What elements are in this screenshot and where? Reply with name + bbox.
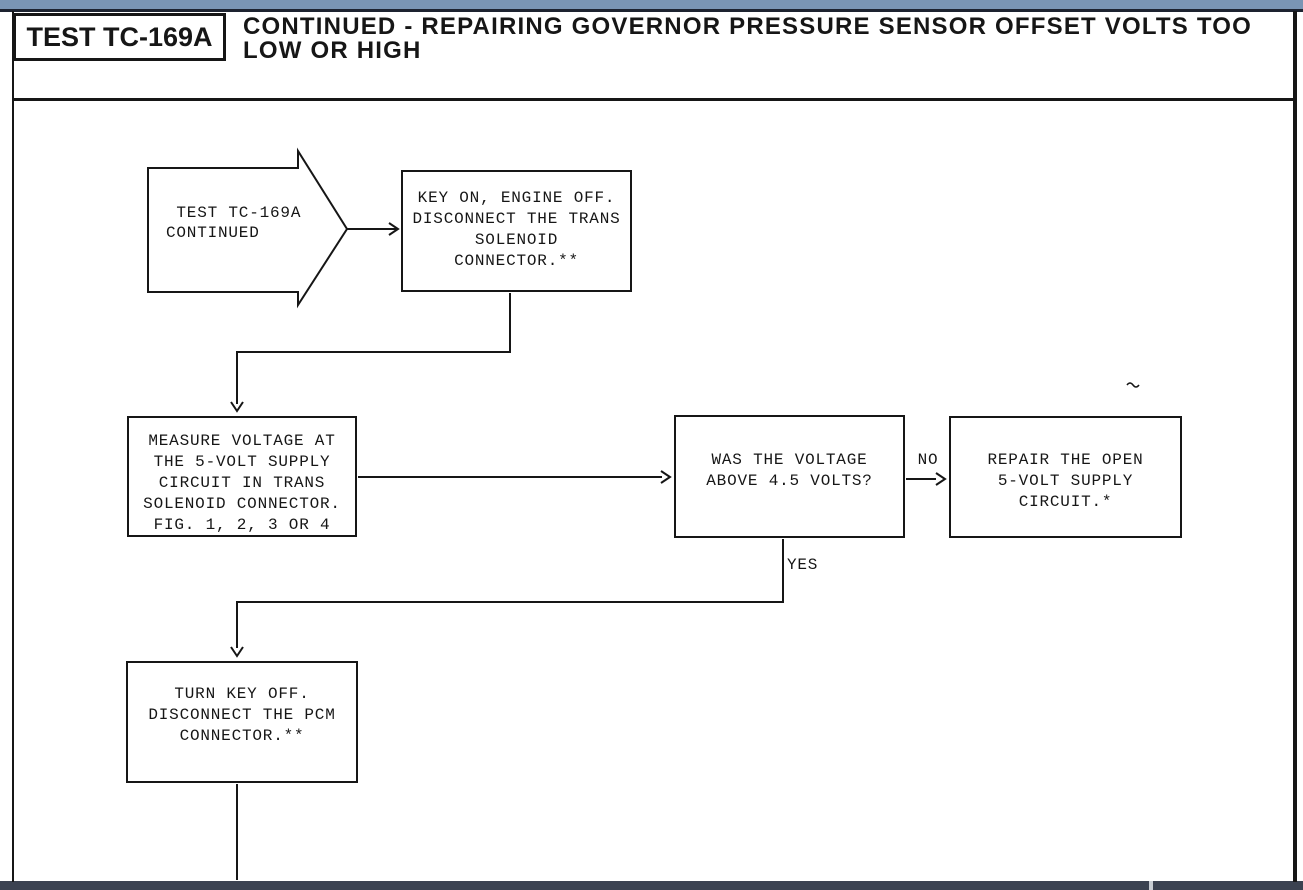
bottom-bar-divider xyxy=(1149,881,1153,890)
flowchart-box-repair-circuit: REPAIR THE OPEN 5-VOLT SUPPLY CIRCUIT.* xyxy=(949,416,1182,538)
arrowhead-into-repair xyxy=(935,472,947,486)
test-id-box: TEST TC-169A xyxy=(13,13,226,61)
test-id-label: TEST TC-169A xyxy=(26,21,213,52)
window-bottom-bar xyxy=(0,881,1303,890)
flowchart-box-measure-voltage: MEASURE VOLTAGE AT THE 5-VOLT SUPPLY CIR… xyxy=(127,416,357,537)
page-border-right xyxy=(1293,11,1297,882)
start-connector-text: TEST TC-169A CONTINUED xyxy=(166,204,302,242)
flowchart-box-turn-key-off: TURN KEY OFF. DISCONNECT THE PCM CONNECT… xyxy=(126,661,358,783)
arrowhead-into-decision xyxy=(660,470,672,484)
connector-yes-branch xyxy=(236,539,784,648)
arrowhead-into-turnkey xyxy=(230,646,244,658)
page-top-border xyxy=(0,9,1303,12)
flowchart-box-key-on: KEY ON, ENGINE OFF. DISCONNECT THE TRANS… xyxy=(401,170,632,292)
window-top-bar xyxy=(0,0,1303,9)
branch-label-no: NO xyxy=(917,451,939,469)
arrowhead-into-measure xyxy=(230,401,244,413)
page-border-left xyxy=(12,11,14,882)
scan-artifact-mark xyxy=(1126,382,1140,388)
arrowhead-into-keyon xyxy=(388,222,400,236)
connector-keyon-to-measure xyxy=(236,293,511,404)
flowchart-box-decision-voltage: WAS THE VOLTAGE ABOVE 4.5 VOLTS? xyxy=(674,415,905,538)
header-separator-line xyxy=(12,98,1297,101)
branch-label-yes: YES xyxy=(787,556,819,574)
page-title: CONTINUED - REPAIRING GOVERNOR PRESSURE … xyxy=(243,13,1253,64)
